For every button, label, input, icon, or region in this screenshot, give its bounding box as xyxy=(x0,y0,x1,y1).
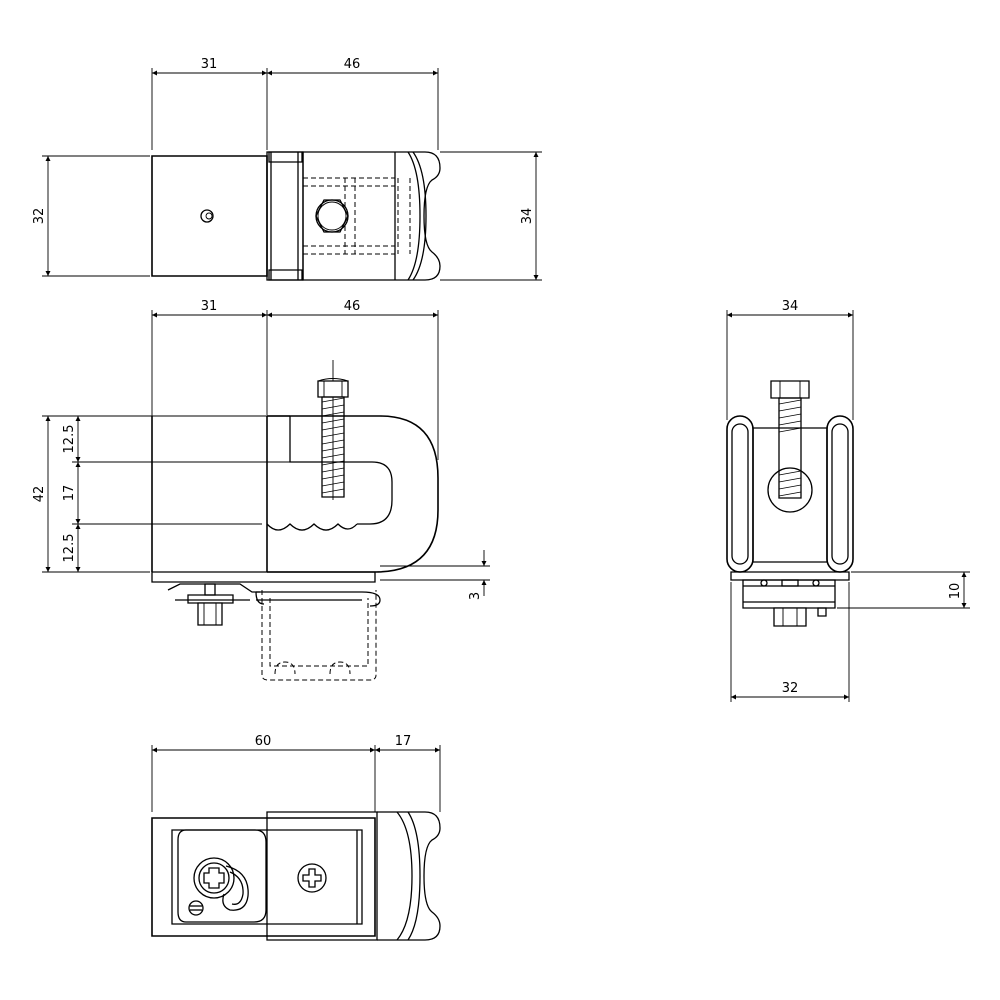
dim-top-46: 46 xyxy=(344,57,361,72)
dim-bottom-17: 17 xyxy=(395,734,412,749)
dim-front-46: 46 xyxy=(344,299,361,314)
dim-side-34: 34 xyxy=(782,299,799,314)
dim-side-32: 32 xyxy=(782,681,799,696)
dim-front-31: 31 xyxy=(201,299,218,314)
dim-front-12-5-top: 12.5 xyxy=(62,425,77,454)
dim-top-32: 32 xyxy=(32,208,47,225)
dim-top-31: 31 xyxy=(201,57,218,72)
bottom-view: 60 17 xyxy=(152,734,440,940)
dim-bottom-60: 60 xyxy=(255,734,272,749)
side-view: 34 xyxy=(727,299,970,702)
dim-front-12-5-bottom: 12.5 xyxy=(62,534,77,563)
dim-front-17: 17 xyxy=(62,485,77,502)
front-view: 31 46 42 12.5 17 12.5 3 xyxy=(32,299,490,680)
phillips-screw-icon xyxy=(194,858,234,898)
top-view: 31 46 32 34 xyxy=(32,57,542,280)
dim-top-34: 34 xyxy=(520,208,535,225)
pin-hole-icon xyxy=(189,901,203,915)
dim-front-3: 3 xyxy=(468,592,483,600)
hex-bolt-icon xyxy=(198,603,222,625)
hex-bolt-icon xyxy=(774,608,806,626)
phillips-screw-icon xyxy=(298,864,326,892)
dim-front-42: 42 xyxy=(32,486,47,503)
pin-hole-icon xyxy=(201,210,213,222)
hex-bolt-icon xyxy=(316,200,348,232)
dim-side-10: 10 xyxy=(948,583,963,600)
